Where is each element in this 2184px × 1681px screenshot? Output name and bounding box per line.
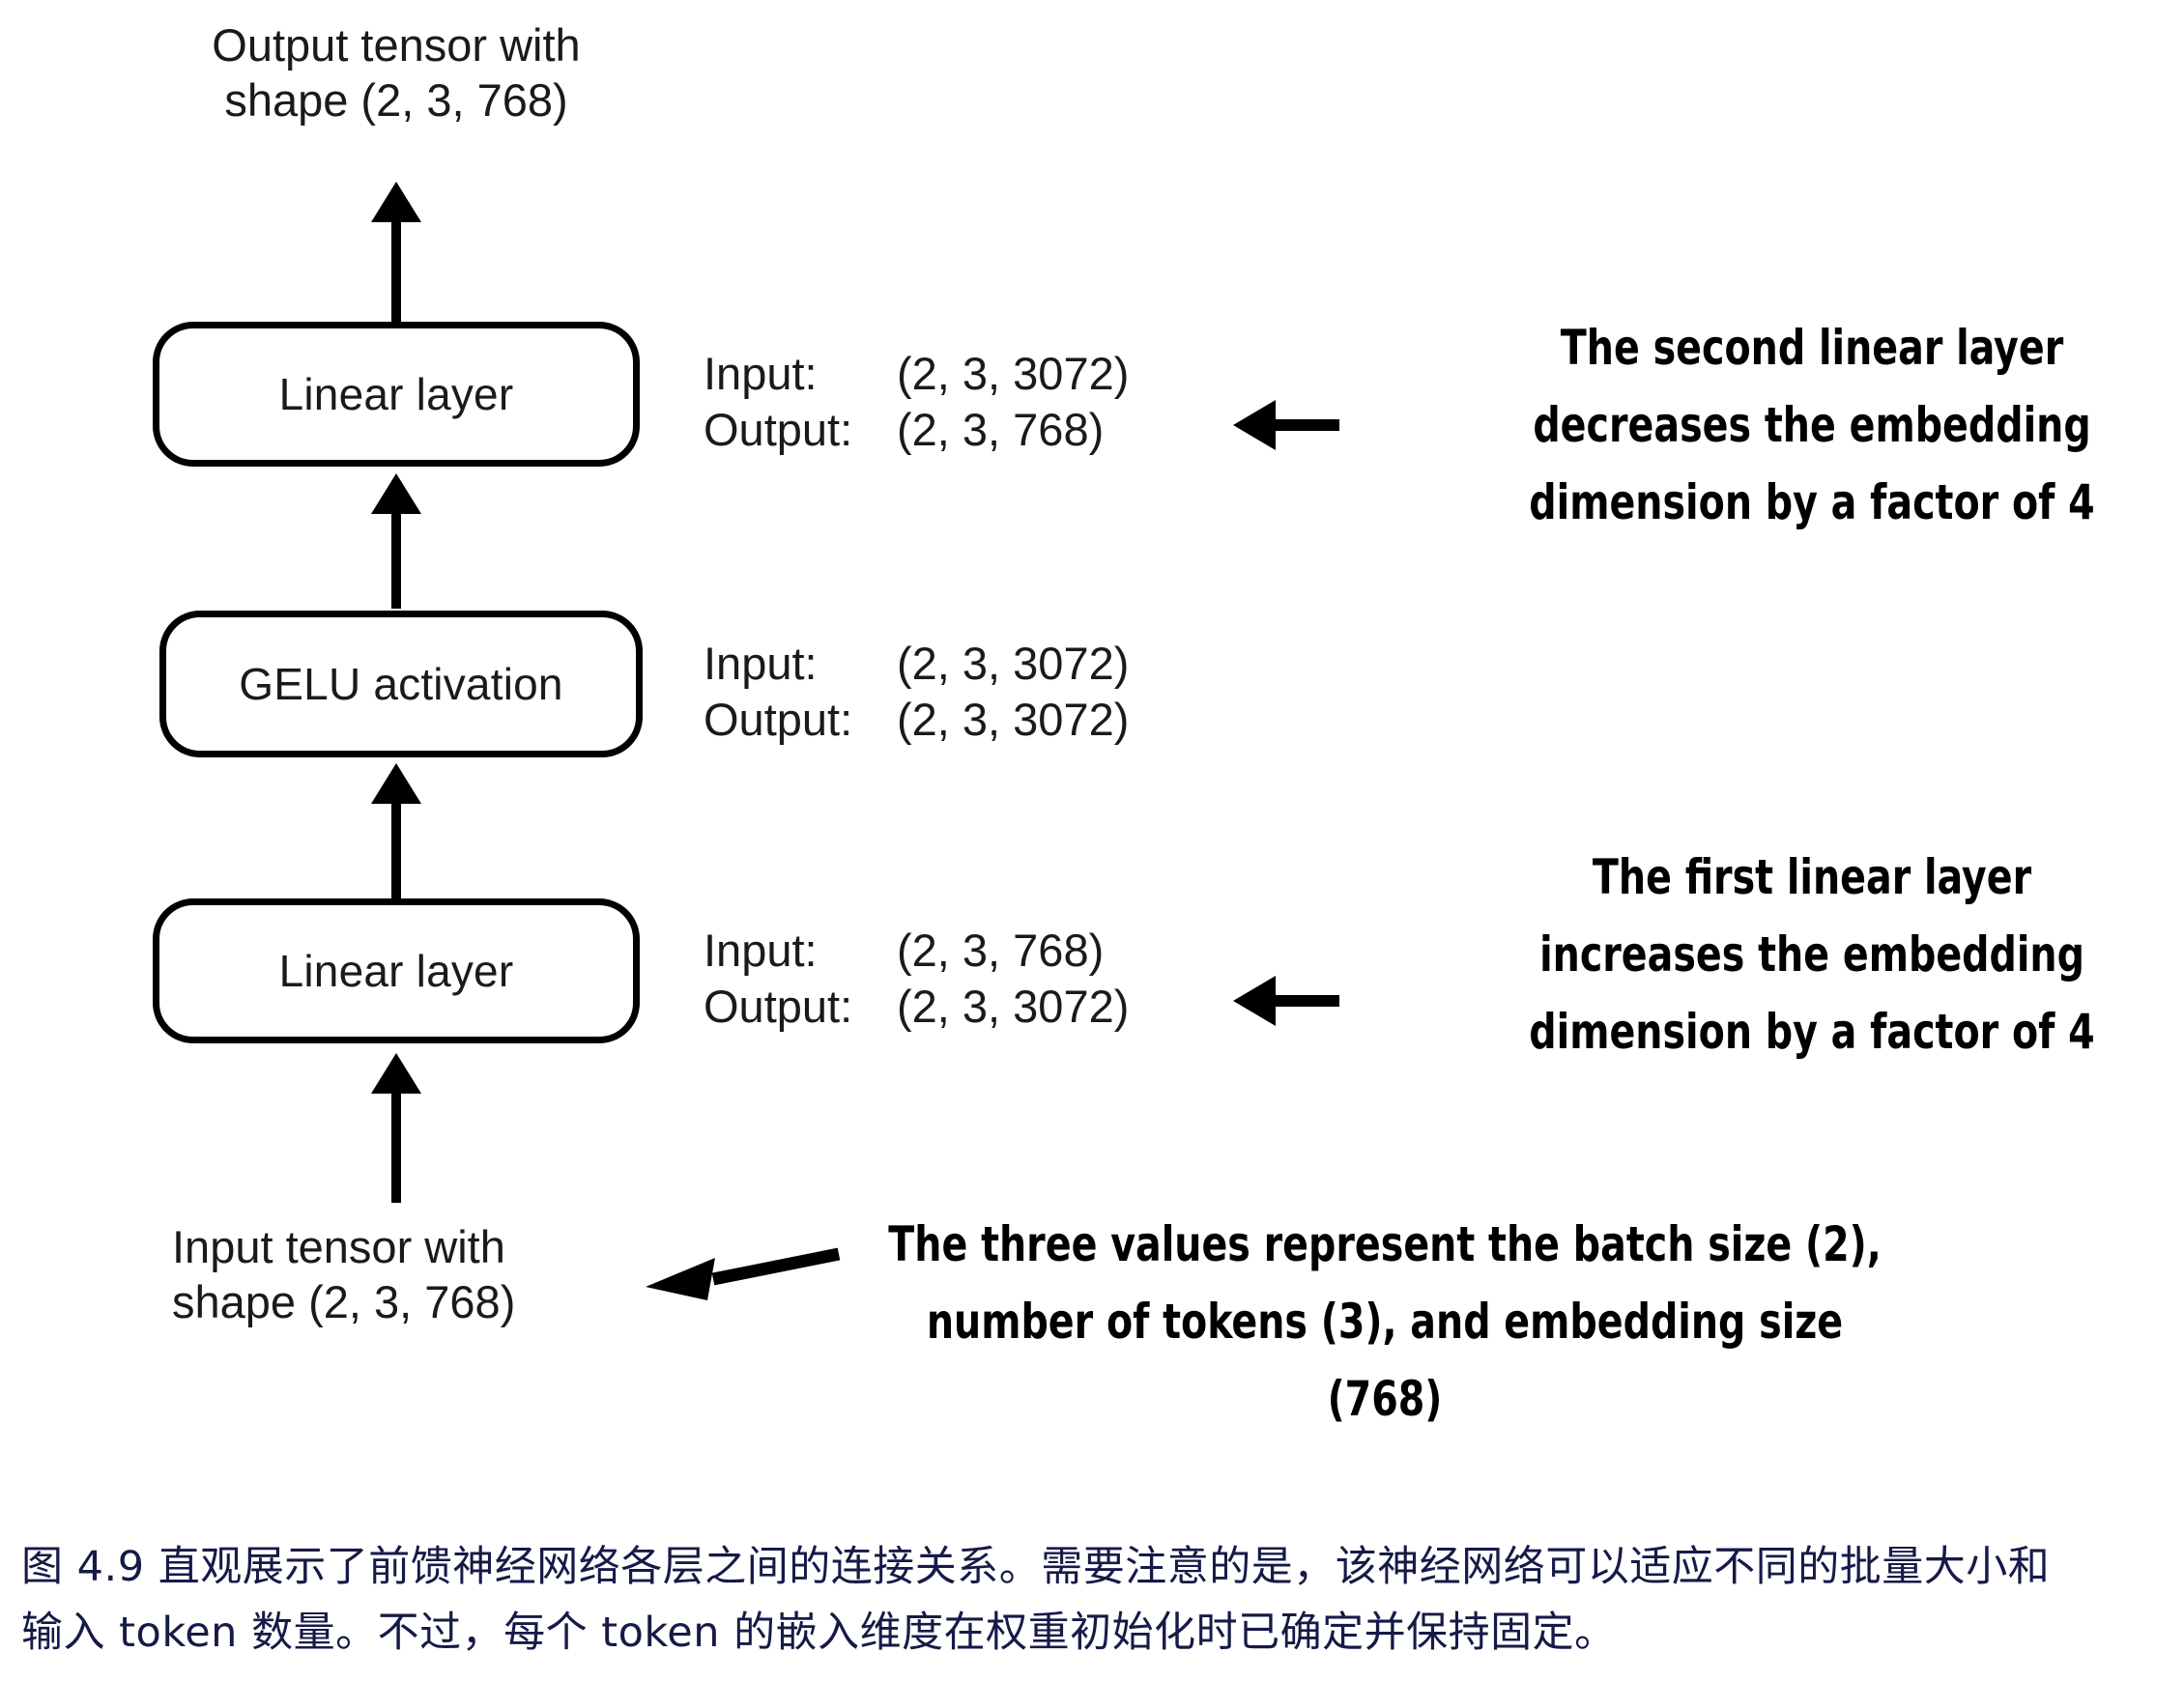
io-input-row: Input: (2, 3, 3072) bbox=[704, 636, 1129, 692]
io-output-value: (2, 3, 768) bbox=[897, 404, 1105, 455]
callout-line: The first linear layer bbox=[1592, 849, 2032, 905]
io-output-row: Output: (2, 3, 3072) bbox=[704, 979, 1129, 1035]
caption-line-2: 输入 token 数量。不过，每个 token 的嵌入维度在权重初始化时已确定并… bbox=[21, 1609, 1617, 1657]
arrow-callout-first-linear bbox=[1233, 976, 1339, 1026]
io-input-key: Input: bbox=[704, 925, 818, 976]
io-shapes-linear-top: Input: (2, 3, 3072) Output: (2, 3, 768) bbox=[704, 346, 1129, 458]
figure-caption: 图 4.9 直观展示了前馈神经网络各层之间的连接关系。需要注意的是，该神经网络可… bbox=[21, 1534, 2167, 1666]
io-output-row: Output: (2, 3, 3072) bbox=[704, 692, 1129, 748]
arrow-callout-second-linear bbox=[1233, 400, 1339, 450]
callout-line: dimension by a factor of 4 bbox=[1529, 474, 2095, 530]
io-input-row: Input: (2, 3, 768) bbox=[704, 923, 1129, 979]
io-input-row: Input: (2, 3, 3072) bbox=[704, 346, 1129, 402]
caption-line-1: 图 4.9 直观展示了前馈神经网络各层之间的连接关系。需要注意的是，该神经网络可… bbox=[21, 1543, 2051, 1591]
io-input-value: (2, 3, 3072) bbox=[897, 638, 1130, 689]
io-input-key: Input: bbox=[704, 638, 818, 689]
io-output-row: Output: (2, 3, 768) bbox=[704, 402, 1129, 458]
io-output-value: (2, 3, 3072) bbox=[897, 981, 1130, 1032]
callout-line: decreases the embedding bbox=[1533, 397, 2091, 453]
callout-line: (768) bbox=[1327, 1371, 1443, 1427]
callout-line: dimension by a factor of 4 bbox=[1529, 1004, 2095, 1060]
io-input-value: (2, 3, 3072) bbox=[897, 348, 1130, 399]
io-output-key: Output: bbox=[704, 694, 853, 745]
callout-line: The second linear layer bbox=[1560, 320, 2064, 376]
callout-line: The three values represent the batch siz… bbox=[888, 1216, 1882, 1272]
callout-three-values-note: The three values represent the batch siz… bbox=[878, 1206, 1890, 1438]
node-label: Linear layer bbox=[278, 369, 514, 419]
node-linear-layer-top[interactable]: Linear layer bbox=[153, 322, 640, 467]
io-input-value: (2, 3, 768) bbox=[897, 925, 1105, 976]
io-output-key: Output: bbox=[704, 404, 853, 455]
io-input-key: Input: bbox=[704, 348, 818, 399]
arrow-callout-three-values bbox=[646, 1247, 841, 1300]
callout-line: increases the embedding bbox=[1539, 926, 2084, 983]
node-label: Linear layer bbox=[278, 946, 514, 996]
node-label: GELU activation bbox=[239, 659, 563, 709]
callout-line: number of tokens (3), and embedding size bbox=[926, 1294, 1844, 1350]
io-shapes-linear-bottom: Input: (2, 3, 768) Output: (2, 3, 3072) bbox=[704, 923, 1129, 1035]
node-linear-layer-bottom[interactable]: Linear layer bbox=[153, 898, 640, 1043]
io-shapes-gelu: Input: (2, 3, 3072) Output: (2, 3, 3072) bbox=[704, 636, 1129, 748]
callout-second-linear-note: The second linear layer decreases the em… bbox=[1510, 309, 2114, 541]
io-output-key: Output: bbox=[704, 981, 853, 1032]
io-output-value: (2, 3, 3072) bbox=[897, 694, 1130, 745]
callout-first-linear-note: The first linear layer increases the emb… bbox=[1510, 839, 2114, 1070]
node-gelu-activation[interactable]: GELU activation bbox=[159, 611, 643, 757]
output-tensor-label: Output tensor with shape (2, 3, 768) bbox=[212, 19, 581, 126]
input-tensor-label: Input tensor with shape (2, 3, 768) bbox=[172, 1221, 516, 1327]
